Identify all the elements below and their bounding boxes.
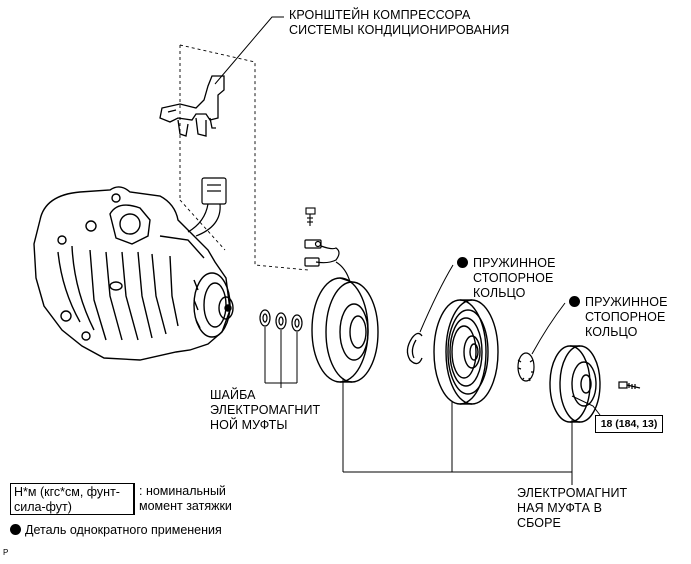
clutch-pulley [433, 299, 499, 405]
label-clutch-assembly: ЭЛЕКТРОМАГНИТ НАЯ МУФТА В СБОРЕ [517, 486, 628, 530]
non-reusable-icon [10, 524, 21, 535]
clutch-stator [311, 277, 379, 383]
compressor-bracket [159, 75, 225, 137]
clutch-lead-wire [304, 239, 351, 283]
legend-non-reusable: Деталь однократного применения [10, 523, 222, 538]
label-snap-ring-2: ПРУЖИННОЕ СТОПОРНОЕ КОЛЬЦО [569, 295, 667, 339]
compressor-body [33, 186, 234, 361]
legend-non-reusable-text: Деталь однократного применения [25, 523, 222, 537]
snap-ring-2 [517, 352, 535, 382]
label-bracket: КРОНШТЕЙН КОМПРЕССОРА СИСТЕМЫ КОНДИЦИОНИ… [289, 8, 510, 37]
compressor-connector [187, 177, 227, 237]
clutch-shims [259, 309, 303, 332]
legend-unit-box: Н*м (кгс*см, фунт- сила-фут) [10, 483, 134, 515]
label-snap-ring-1: ПРУЖИННОЕ СТОПОРНОЕ КОЛЬЦО [457, 256, 555, 300]
legend-divider [134, 483, 135, 515]
label-snap-ring-2-text: ПРУЖИННОЕ СТОПОРНОЕ КОЛЬЦО [585, 295, 668, 339]
snap-ring-1 [406, 332, 423, 365]
torque-value-box: 18 (184, 13) [595, 415, 663, 433]
clutch-pressure-plate [549, 345, 601, 423]
label-snap-ring-1-text: ПРУЖИННОЕ СТОПОРНОЕ КОЛЬЦО [473, 256, 556, 300]
leader-lines [214, 16, 601, 485]
non-reusable-icon [569, 296, 580, 307]
corner-code: P [3, 548, 9, 557]
label-shim: ШАЙБА ЭЛЕКТРОМАГНИТ НОЙ МУФТЫ [210, 388, 321, 432]
non-reusable-icon [457, 257, 468, 268]
bracket-dashed-outline [179, 44, 309, 271]
small-bolt [305, 207, 316, 226]
hub-bolt [618, 381, 641, 389]
legend-description: : номинальный момент затяжки [139, 484, 232, 513]
